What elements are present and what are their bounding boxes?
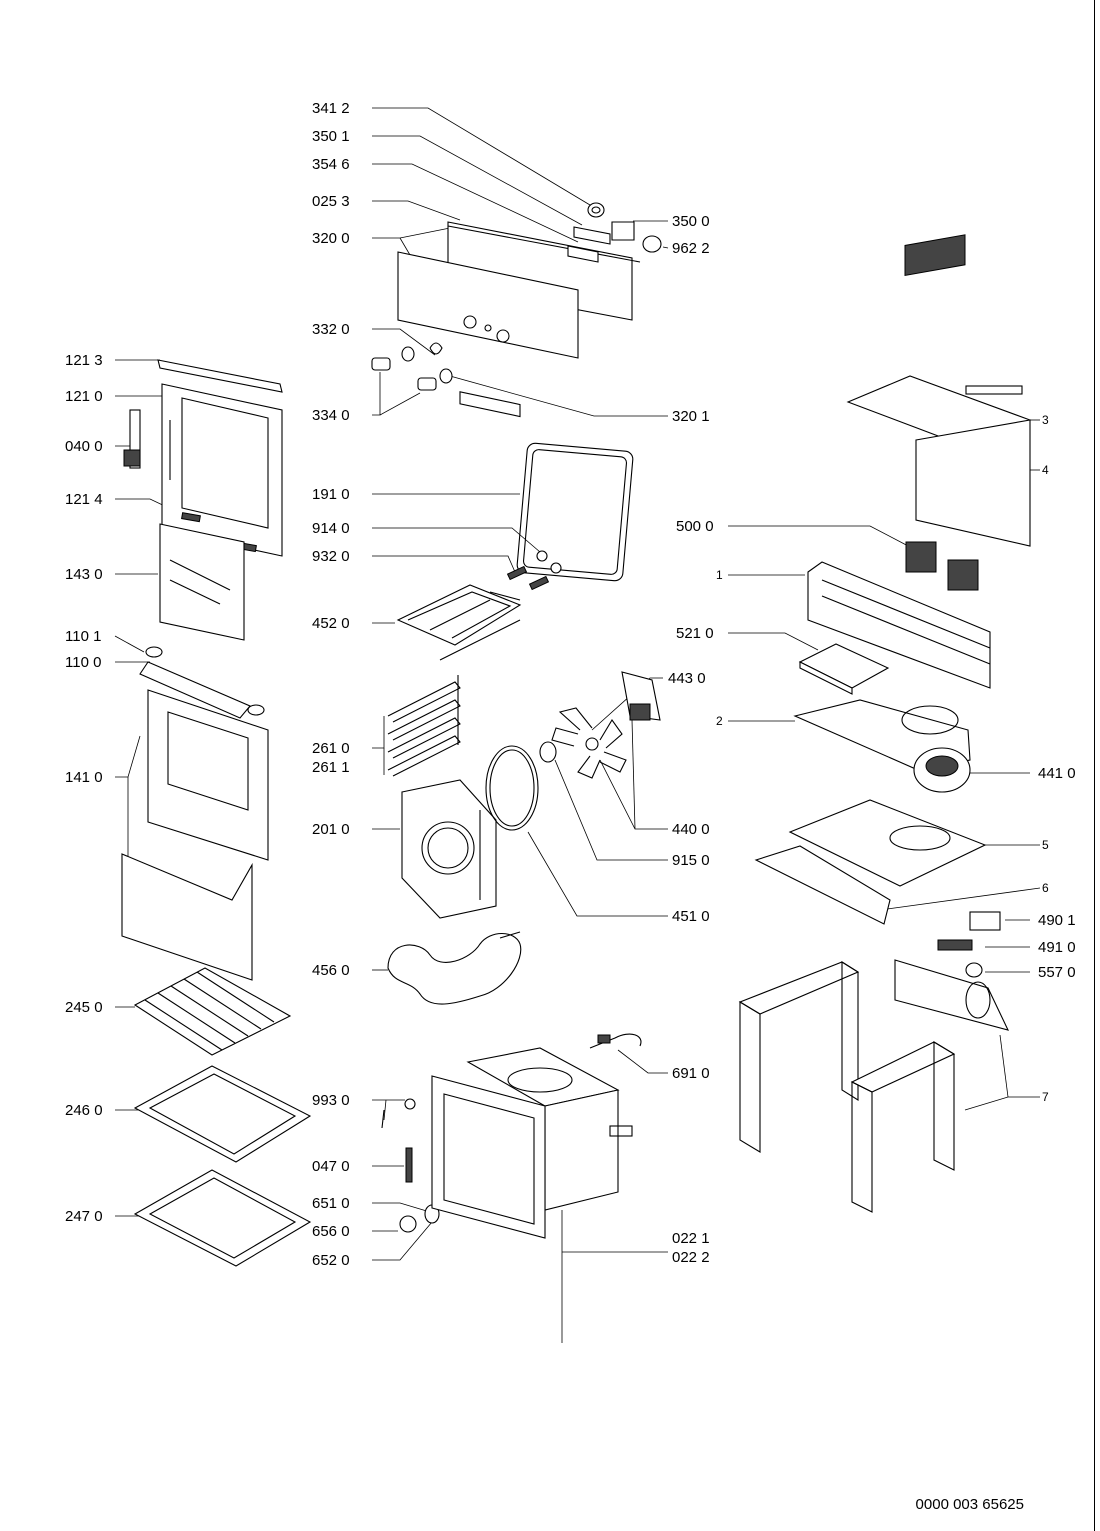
bottom-plate: [754, 845, 891, 925]
callout-491-0: 491 0: [1038, 939, 1076, 956]
callout-456-0: 456 0: [312, 962, 350, 979]
door-handle: [139, 646, 265, 719]
right-border-line: [1094, 0, 1095, 1531]
callout-261-1: 261 1: [312, 759, 350, 776]
temperature-sensor: [589, 1033, 642, 1049]
outer-glass: [121, 689, 269, 981]
callout-332-0: 332 0: [312, 321, 350, 338]
callout-521-0: 521 0: [676, 625, 714, 642]
callout-914-0: 914 0: [312, 520, 350, 537]
door-inner-frame: [157, 359, 283, 557]
callout-261-0: 261 0: [312, 740, 350, 757]
selector-switches: [905, 541, 979, 591]
baking-tray-1: [133, 1065, 312, 1163]
callout-5: 5: [1042, 838, 1049, 852]
callout-047-0: 047 0: [312, 1158, 350, 1175]
callout-334-0: 334 0: [312, 407, 350, 424]
callout-443-0: 443 0: [668, 670, 706, 687]
callout-932-0: 932 0: [312, 548, 350, 565]
callout-121-0: 121 0: [65, 388, 103, 405]
callout-022-2: 022 2: [672, 1249, 710, 1266]
callout-350-1: 350 1: [312, 128, 350, 145]
timer-module: [798, 643, 890, 695]
callout-4: 4: [1042, 463, 1049, 477]
callout-labels: 341 2 350 1 354 6 025 3 320 0 350 0 962 …: [65, 100, 1076, 1269]
callout-022-1: 022 1: [672, 1230, 710, 1247]
inner-glass: [159, 523, 245, 641]
callout-3: 3: [1042, 413, 1049, 427]
callout-110-0: 110 0: [65, 654, 101, 671]
callout-691-0: 691 0: [672, 1065, 710, 1082]
leader-lines: [114, 107, 1041, 1343]
chassis-frame: [738, 959, 1010, 1213]
callout-6: 6: [1042, 881, 1049, 895]
callout-143-0: 143 0: [65, 566, 103, 583]
callout-201-0: 201 0: [312, 821, 350, 838]
callout-110-1: 110 1: [65, 628, 101, 645]
callout-7: 7: [1042, 1090, 1049, 1104]
callout-451-0: 451 0: [672, 908, 710, 925]
callout-490-1: 490 1: [1038, 912, 1076, 929]
top-small-parts: [567, 202, 662, 263]
callout-141-0: 141 0: [65, 769, 103, 786]
ring-element: [485, 745, 539, 831]
bottom-element: [387, 931, 522, 1005]
callout-245-0: 245 0: [65, 999, 103, 1016]
side-runners: [387, 675, 461, 777]
callout-246-0: 246 0: [65, 1102, 103, 1119]
callout-121-4: 121 4: [65, 491, 103, 508]
callout-1: 1: [716, 568, 723, 582]
door-hinge: [123, 409, 141, 469]
top-cover: [846, 234, 1032, 547]
callout-441-0: 441 0: [1038, 765, 1076, 782]
cover-plate: [788, 799, 987, 887]
callout-247-0: 247 0: [65, 1208, 103, 1225]
callout-440-0: 440 0: [672, 821, 710, 838]
callout-040-0: 040 0: [65, 438, 103, 455]
cooling-fan: [913, 747, 971, 793]
baking-tray-2: [133, 1169, 312, 1267]
callout-191-0: 191 0: [312, 486, 350, 503]
knobs: [371, 342, 453, 391]
callout-354-6: 354 6: [312, 156, 350, 173]
callout-121-3: 121 3: [65, 352, 103, 369]
callout-915-0: 915 0: [672, 852, 710, 869]
door-gasket: [516, 442, 634, 582]
callout-320-1: 320 1: [672, 408, 710, 425]
callout-656-0: 656 0: [312, 1223, 350, 1240]
callout-652-0: 652 0: [312, 1252, 350, 1269]
callout-320-0: 320 0: [312, 230, 350, 247]
callout-452-0: 452 0: [312, 615, 350, 632]
callout-2: 2: [716, 714, 723, 728]
wire-rack: [133, 967, 292, 1056]
callout-557-0: 557 0: [1038, 964, 1076, 981]
callout-993-0: 993 0: [312, 1092, 350, 1109]
terminal-parts: [937, 911, 1001, 978]
callout-025-3: 025 3: [312, 193, 350, 210]
oven-cavity: [431, 1047, 633, 1239]
callout-962-2: 962 2: [672, 240, 710, 257]
callout-500-0: 500 0: [676, 518, 714, 535]
fan-motor: [539, 671, 661, 779]
callout-651-0: 651 0: [312, 1195, 350, 1212]
fan-cover: [401, 779, 497, 919]
grill-element: [396, 584, 522, 661]
bolts: [506, 550, 562, 591]
small-fittings: [381, 1098, 440, 1233]
control-housing: [807, 561, 991, 689]
callout-350-0: 350 0: [672, 213, 710, 230]
callout-341-2: 341 2: [312, 100, 350, 117]
document-number: 0000 003 65625: [915, 1496, 1024, 1513]
